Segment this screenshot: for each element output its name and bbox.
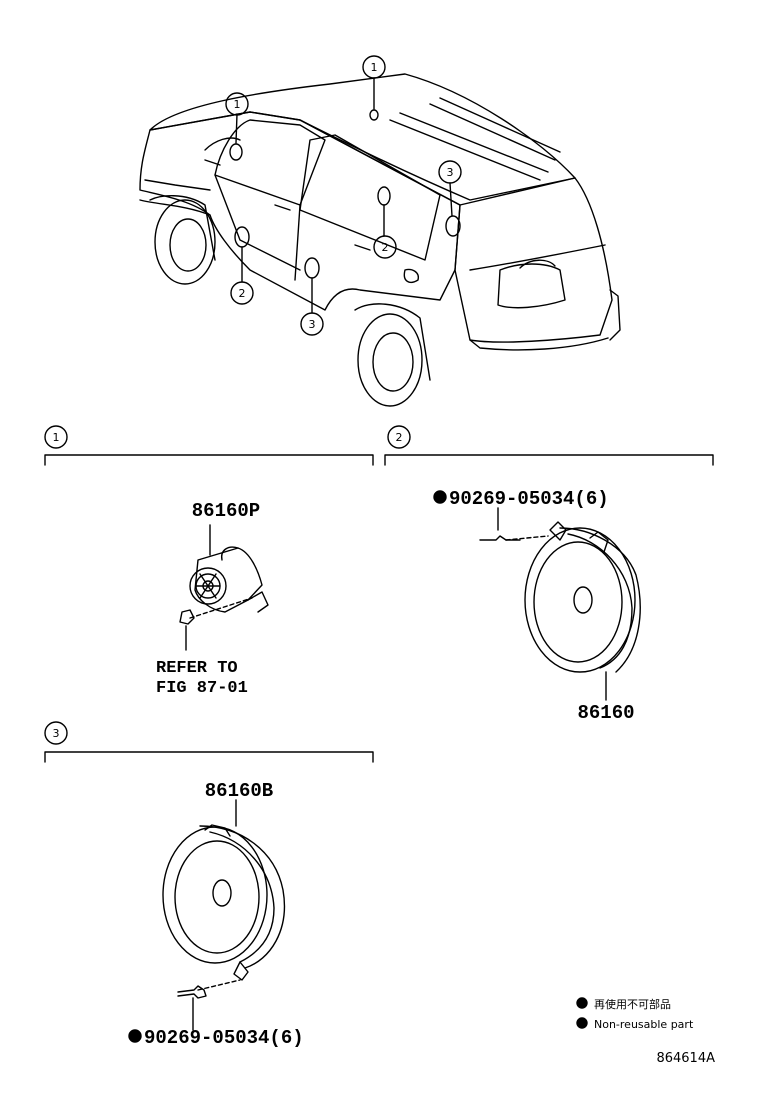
- section-2-marker: [387, 425, 411, 449]
- part-number-86160b[interactable]: 86160B: [205, 780, 273, 802]
- legend-label-ja: 再使用不可部品: [594, 997, 671, 1011]
- legend-label-en: Non-reusable part: [594, 1018, 694, 1031]
- refer-note-line2[interactable]: FIG 87-01: [156, 679, 248, 698]
- section-1-bracket: [44, 454, 374, 466]
- callout-label: 1: [371, 61, 378, 74]
- section-3-marker: [44, 721, 68, 745]
- section-1-marker: [44, 425, 68, 449]
- legend-bullet: [576, 997, 588, 1009]
- callout-front-pillar: [225, 92, 249, 116]
- callout-label: 3: [309, 318, 316, 331]
- speaker-86160b-drawing: [162, 799, 285, 1031]
- tweeter-86160p-drawing: [179, 524, 269, 651]
- diagram-code: 864614A: [656, 1051, 715, 1066]
- callout-label: 2: [382, 241, 389, 254]
- speaker-86160-drawing: [479, 507, 641, 701]
- section-2-bracket: [384, 454, 714, 466]
- section-number: 3: [53, 727, 60, 740]
- callout-rear-lower: [438, 160, 462, 184]
- section-number: 2: [396, 431, 403, 444]
- callout-front-door: [373, 235, 397, 259]
- callout-rear-door: [230, 281, 254, 305]
- part-number-86160p[interactable]: 86160P: [192, 500, 260, 522]
- section-3-bracket: [44, 751, 374, 763]
- callout-label: 2: [239, 287, 246, 300]
- callout-roof: [362, 55, 386, 79]
- part-number-86160[interactable]: 86160: [577, 702, 634, 724]
- section-number: 1: [53, 431, 60, 444]
- fastener-part-number[interactable]: 90269-05034(6): [449, 488, 609, 510]
- refer-note-line1: REFER TO: [156, 659, 238, 678]
- vehicle-illustration: [139, 73, 621, 407]
- callout-label: 1: [234, 98, 241, 111]
- legend-bullet: [576, 1017, 588, 1029]
- non-reusable-bullet: [433, 490, 447, 504]
- callout-label: 3: [447, 166, 454, 179]
- fastener-part-number[interactable]: 90269-05034(6): [144, 1027, 304, 1049]
- non-reusable-bullet: [128, 1029, 142, 1043]
- callout-quarter: [300, 312, 324, 336]
